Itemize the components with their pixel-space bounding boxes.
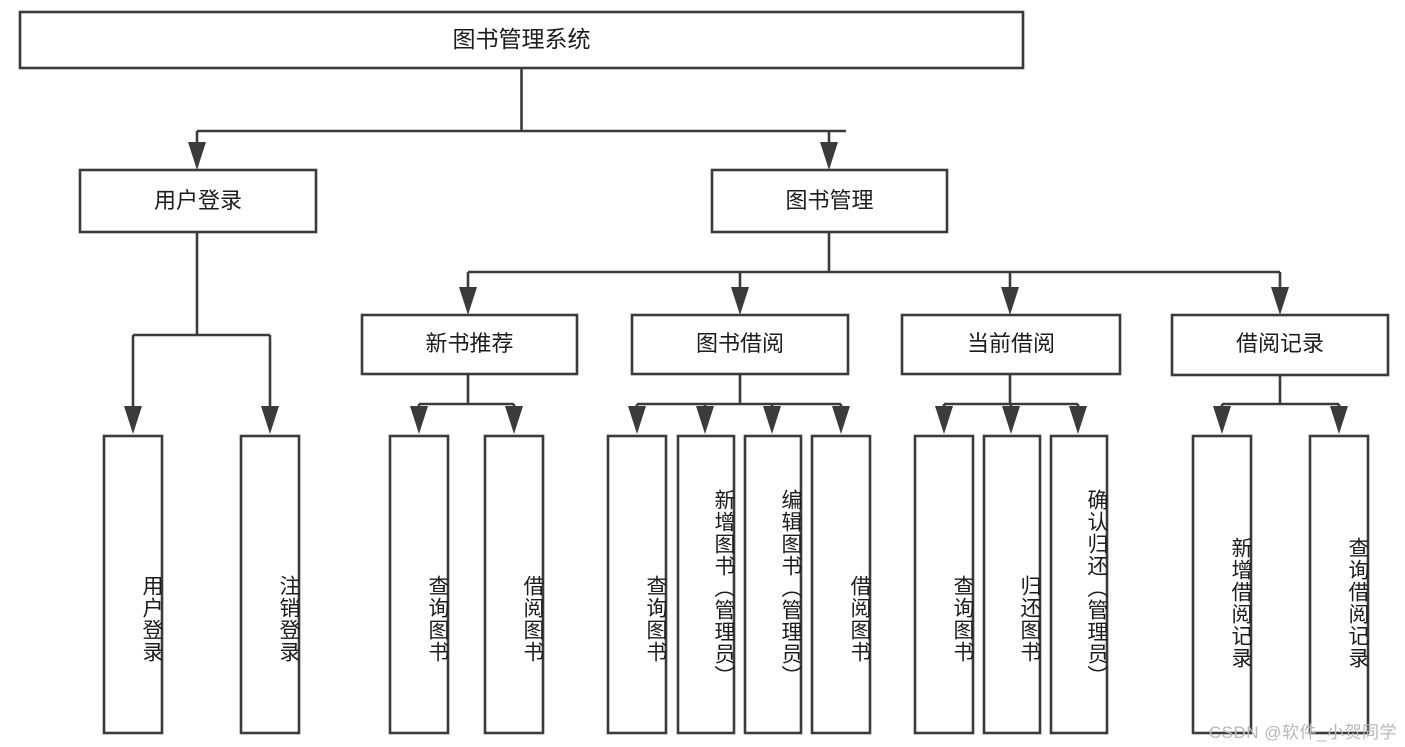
arrow-head-borrow-record [1271,287,1289,315]
connector-group-user-login [124,232,279,434]
connector-group-new-book-recommend [410,374,523,434]
node-leaf-user-login-box[interactable] [102,434,164,735]
node-borrow-record[interactable]: 借阅记录 [1170,313,1390,377]
arrow-head-leaf-confirm-return-admin [1069,406,1087,434]
arrow-head-leaf-add-book-admin [696,406,714,434]
node-root[interactable]: 图书管理系统 [18,10,1025,70]
node-root-label: 图书管理系统 [453,26,591,52]
connector-group-book-management [459,232,1289,315]
node-book-management-box[interactable] [710,168,949,234]
node-leaf-return-book-box[interactable] [982,434,1042,735]
node-book-borrow-box[interactable] [630,313,850,376]
node-leaf-query-book-1-box[interactable] [388,434,450,735]
node-leaf-query-book-2-box[interactable] [606,434,668,735]
arrow-head-leaf-query-book-3 [935,406,953,434]
arrow-head-leaf-borrow-book-2 [832,406,850,434]
node-borrow-record-box[interactable] [1170,313,1390,377]
arrow-head-leaf-query-book-1 [410,406,428,434]
connector-group-borrow-record [1213,375,1348,434]
node-leaf-borrow-book-2-box[interactable] [810,434,872,735]
node-leaf-confirm-return-admin-box[interactable] [1049,434,1109,735]
arrow-head-leaf-user-login [124,406,142,434]
arrow-head-leaf-edit-book-admin [763,406,781,434]
arrow-head-new-book-recommend [459,287,477,315]
node-borrow-record-label: 借阅记录 [1236,331,1324,356]
arrow-head-leaf-query-book-2 [628,406,646,434]
arrow-head-leaf-return-book [1002,406,1020,434]
node-book-borrow-label: 图书借阅 [696,331,784,356]
node-new-book-recommend-box[interactable] [360,313,579,376]
node-leaf-logout-login-box[interactable] [239,434,301,735]
node-current-borrow-label: 当前借阅 [967,331,1055,356]
node-leaf-add-book-admin-box[interactable] [676,434,736,735]
node-current-borrow-box[interactable] [900,313,1122,376]
node-new-book-recommend-label: 新书推荐 [425,331,513,356]
arrow-head-book-borrow [731,287,749,315]
connector-group-book-borrow [628,374,850,434]
arrow-head-leaf-add-borrow-record [1213,406,1231,434]
node-user-login-box[interactable] [78,168,318,234]
arrow-head-leaf-logout-login [261,406,279,434]
node-leaf-borrow-book-1-box[interactable] [483,434,545,735]
arrow-head-leaf-borrow-book-1 [505,406,523,434]
csdn-watermark: CSDN @软件_小贺同学 [1208,723,1397,742]
node-book-management-label: 图书管理 [785,188,873,213]
node-leaf-add-borrow-record-box[interactable] [1191,434,1253,735]
node-leaf-query-borrow-record-box[interactable] [1308,434,1370,735]
node-book-management[interactable]: 图书管理 [710,168,949,234]
connector-group-root [188,68,846,170]
node-leaf-edit-book-admin-box[interactable] [743,434,803,735]
node-new-book-recommend[interactable]: 新书推荐 [360,313,579,376]
node-root-box[interactable] [18,10,1025,70]
node-current-borrow[interactable]: 当前借阅 [900,313,1122,376]
node-leaf-query-book-3-box[interactable] [913,434,975,735]
arrow-head-leaf-query-borrow-record [1330,406,1348,434]
arrow-head-book-management [820,142,838,170]
arrow-head-current-borrow [1001,287,1019,315]
connector-group-current-borrow [935,374,1087,434]
node-book-borrow[interactable]: 图书借阅 [630,313,850,376]
node-user-login-label: 用户登录 [154,188,242,213]
node-user-login[interactable]: 用户登录 [78,168,318,234]
arrow-head-user-login [188,142,206,170]
